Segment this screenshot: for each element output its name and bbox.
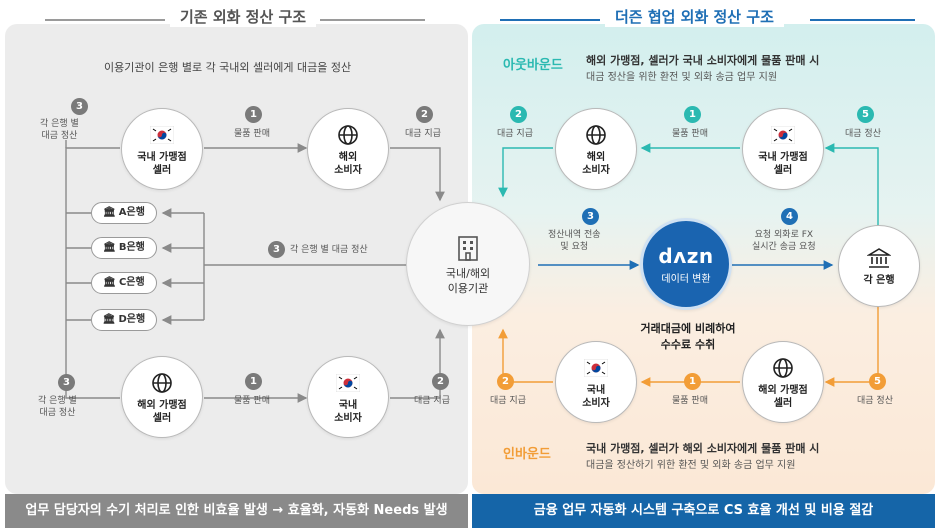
step-label: 물품 판매 <box>672 129 708 139</box>
step-label: 정산내역 전송 및 요청 <box>548 230 601 252</box>
bank-d-label: D은행 <box>118 314 146 325</box>
step-badge: 3 <box>268 241 285 258</box>
dazn-footer: 금융 업무 자동화 시스템 구축으로 CS 효율 개선 및 비용 절감 <box>472 494 935 528</box>
building-icon <box>453 233 483 263</box>
overseas-seller-label: 해외 가맹점 셀러 <box>137 399 187 424</box>
step-badge: 3 <box>58 374 75 391</box>
korea-flag-icon <box>149 122 175 148</box>
globe-icon <box>149 370 175 396</box>
step-label: 대금 지급 <box>497 129 533 139</box>
overseas-seller-label: 해외 가맹점 셀러 <box>758 384 808 409</box>
domestic-seller-label: 국내 가맹점 셀러 <box>137 151 187 176</box>
step-badge: 5 <box>857 106 874 123</box>
korea-flag-icon <box>583 355 609 381</box>
bank-b-label: B은행 <box>118 242 145 253</box>
legacy-subtitle: 이용기관이 은행 별로 각 국내외 셀러에게 대금을 정산 <box>104 61 352 74</box>
domestic-consumer-label: 국내 소비자 <box>334 399 362 424</box>
bank-icon: 🏛 <box>103 277 116 288</box>
inbound-title: 인바운드 <box>503 447 551 462</box>
inbound-line2: 대금을 정산하기 위한 환전 및 외화 송금 업무 지원 <box>586 460 796 471</box>
overseas-consumer-label: 해외 소비자 <box>334 151 362 176</box>
legacy-overseas-seller-node: 해외 가맹점 셀러 <box>121 356 203 438</box>
title-rule-right <box>500 19 600 21</box>
legacy-title: 기존 외화 정산 구조 <box>170 6 317 27</box>
bank-a-pill: 🏛A은행 <box>91 202 157 224</box>
step-badge: 4 <box>781 208 798 225</box>
domestic-consumer-label: 국내 소비자 <box>582 384 610 409</box>
step-badge: 1 <box>684 106 701 123</box>
bank-icon: 🏛 <box>103 242 116 253</box>
bank-d-pill: 🏛D은행 <box>91 309 157 331</box>
dazn-sub-label: 데이터 변환 <box>661 273 711 285</box>
korea-flag-icon <box>335 370 361 396</box>
dazn-overseas-consumer-node: 해외 소비자 <box>555 108 637 190</box>
step-label: 대금 지급 <box>414 396 450 406</box>
step-badge: 2 <box>510 106 527 123</box>
step-badge: 2 <box>416 106 433 123</box>
title-rule-right-2 <box>810 19 915 21</box>
outbound-title: 아웃바운드 <box>503 58 563 73</box>
dazn-overseas-seller-node: 해외 가맹점 셀러 <box>742 341 824 423</box>
each-bank-label: 각 은행 <box>863 275 895 286</box>
legacy-footer: 업무 담당자의 수기 처리로 인한 비효율 발생 → 효율화, 자동화 Need… <box>5 494 468 528</box>
step-label: 각 은행 별 대금 정산 <box>38 396 77 418</box>
dazn-hub-node: dᴧzn 데이터 변환 <box>640 218 732 310</box>
step-label: 요청 외화로 FX 실시간 송금 요청 <box>752 230 816 252</box>
step-label: 물품 판매 <box>234 129 270 139</box>
bank-c-label: C은행 <box>118 277 145 288</box>
outbound-line2: 대금 정산을 위한 환전 및 외화 송금 업무 지원 <box>586 72 778 83</box>
institution-label: 국내/해외 이용기관 <box>445 266 491 295</box>
step-badge: 3 <box>582 208 599 225</box>
overseas-consumer-label: 해외 소비자 <box>582 151 610 176</box>
dazn-domestic-consumer-node: 국내 소비자 <box>555 341 637 423</box>
bank-icon: 🏛 <box>103 207 116 218</box>
step-label: 대금 지급 <box>490 396 526 406</box>
step-label: 각 은행 별 대금 정산 <box>290 245 368 255</box>
institution-node: 국내/해외 이용기관 <box>406 202 530 326</box>
dazn-logo: dᴧzn <box>658 243 714 268</box>
dazn-domestic-seller-node: 국내 가맹점 셀러 <box>742 108 824 190</box>
globe-icon <box>770 355 796 381</box>
step-label: 대금 정산 <box>857 396 893 406</box>
each-bank-node: 각 은행 <box>838 225 920 307</box>
bank-c-pill: 🏛C은행 <box>91 272 157 294</box>
fee-note: 거래대금에 비례하여 수수료 수취 <box>640 322 736 351</box>
title-rule-left-2 <box>320 19 425 21</box>
title-rule-left <box>45 19 165 21</box>
step-badge: 2 <box>432 373 449 390</box>
korea-flag-icon <box>770 122 796 148</box>
step-badge: 1 <box>245 373 262 390</box>
globe-icon <box>583 122 609 148</box>
step-label: 물품 판매 <box>672 396 708 406</box>
step-badge: 5 <box>869 373 886 390</box>
bank-a-label: A은행 <box>118 207 145 218</box>
globe-icon <box>335 122 361 148</box>
legacy-overseas-consumer-node: 해외 소비자 <box>307 108 389 190</box>
step-badge: 1 <box>684 373 701 390</box>
step-label: 대금 지급 <box>405 129 441 139</box>
step-label: 각 은행 별 대금 정산 <box>40 119 79 141</box>
bank-icon <box>866 245 892 271</box>
bank-icon: 🏛 <box>102 314 116 325</box>
step-label: 물품 판매 <box>234 396 270 406</box>
inbound-line1: 국내 가맹점, 셀러가 해외 소비자에게 물품 판매 시 <box>586 442 820 455</box>
domestic-seller-label: 국내 가맹점 셀러 <box>758 151 808 176</box>
dazn-title: 더즌 협업 외화 정산 구조 <box>605 6 784 27</box>
outbound-line1: 해외 가맹점, 셀러가 국내 소비자에게 물품 판매 시 <box>586 54 820 67</box>
bank-b-pill: 🏛B은행 <box>91 237 157 259</box>
legacy-domestic-consumer-node: 국내 소비자 <box>307 356 389 438</box>
step-badge: 3 <box>71 98 88 115</box>
step-label: 대금 정산 <box>845 129 881 139</box>
legacy-domestic-seller-node: 국내 가맹점 셀러 <box>121 108 203 190</box>
step-badge: 1 <box>245 106 262 123</box>
step-badge: 2 <box>497 373 514 390</box>
